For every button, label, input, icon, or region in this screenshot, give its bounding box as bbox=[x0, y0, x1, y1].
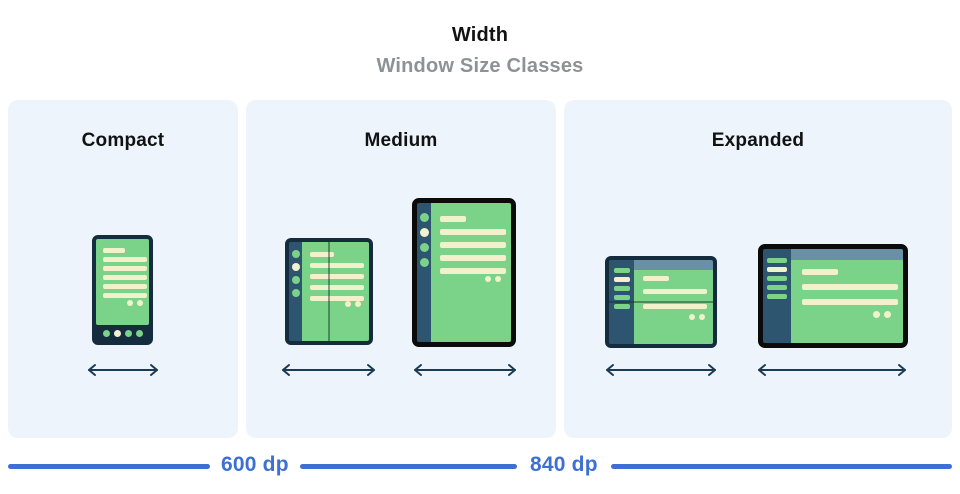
rail-dot bbox=[291, 250, 300, 258]
skeleton-text-line bbox=[643, 304, 707, 309]
drawer-item-bar bbox=[767, 267, 787, 272]
drawer-item-bar bbox=[613, 277, 630, 282]
skeleton-text-line bbox=[103, 293, 147, 298]
skeleton-action-dots bbox=[127, 300, 143, 306]
width-arrow-icon bbox=[86, 363, 160, 377]
nav-dot bbox=[102, 329, 110, 337]
landscape-screen bbox=[634, 270, 713, 344]
nav-dot bbox=[113, 329, 121, 337]
fold-crease bbox=[609, 301, 713, 303]
rail-dot bbox=[291, 289, 300, 297]
nav-rail bbox=[417, 203, 431, 342]
skeleton-action-dots bbox=[689, 314, 705, 320]
skeleton-text-line bbox=[310, 274, 364, 279]
skeleton-action-dots bbox=[873, 311, 891, 318]
skeleton-text-line bbox=[310, 263, 364, 268]
rail-dot bbox=[419, 258, 429, 267]
rail-dot bbox=[291, 263, 300, 271]
fold-crease bbox=[328, 242, 330, 341]
nav-drawer bbox=[609, 260, 634, 344]
skeleton-text-line bbox=[440, 229, 506, 235]
drawer-item-bar bbox=[613, 268, 630, 273]
drawer-item-bar bbox=[613, 286, 630, 291]
phone-device-icon bbox=[92, 235, 153, 345]
drawer-item-bar bbox=[613, 304, 630, 309]
skeleton-text-line bbox=[440, 255, 506, 261]
phone-navbar bbox=[96, 325, 149, 341]
skeleton-text-line bbox=[310, 285, 364, 290]
nav-drawer bbox=[763, 249, 791, 343]
drawer-item-bar bbox=[767, 294, 787, 299]
skeleton-heading-line bbox=[103, 248, 125, 253]
desktop-screen bbox=[791, 260, 903, 343]
page-title: Width bbox=[451, 24, 509, 46]
skeleton-text-line bbox=[440, 242, 506, 248]
phone-screen bbox=[96, 239, 149, 325]
skeleton-text-line bbox=[103, 284, 147, 289]
width-arrow-icon bbox=[280, 363, 377, 377]
foldable-landscape-device-icon bbox=[605, 256, 717, 348]
nav-dot bbox=[124, 329, 132, 337]
skeleton-heading-line bbox=[440, 216, 466, 222]
rail-dot bbox=[419, 228, 429, 237]
skeleton-heading-line bbox=[643, 276, 669, 281]
rail-dot bbox=[419, 213, 429, 222]
tablet-screen bbox=[431, 203, 511, 342]
app-topbar bbox=[634, 260, 713, 270]
tablet-portrait-device-icon bbox=[412, 198, 516, 347]
rail-dot bbox=[291, 276, 300, 284]
width-arrow-icon bbox=[604, 363, 718, 377]
width-arrow-icon bbox=[412, 363, 518, 377]
skeleton-text-line bbox=[440, 268, 506, 274]
skeleton-action-dots bbox=[485, 276, 501, 282]
foldable-screen bbox=[302, 242, 369, 341]
skeleton-text-line bbox=[802, 284, 898, 290]
skeleton-heading-line bbox=[802, 269, 838, 275]
ruler-line-segment bbox=[611, 464, 952, 469]
breakpoint-600dp-label: 600 dp bbox=[221, 453, 289, 476]
drawer-item-bar bbox=[767, 258, 787, 263]
landscape-main bbox=[634, 260, 713, 344]
panel-medium-label: Medium bbox=[364, 130, 438, 151]
skeleton-text-line bbox=[643, 289, 707, 294]
foldable-open-device-icon bbox=[285, 238, 373, 345]
drawer-item-bar bbox=[767, 285, 787, 290]
skeleton-text-line bbox=[310, 296, 364, 301]
skeleton-text-line bbox=[802, 299, 898, 305]
drawer-item-bar bbox=[767, 276, 787, 281]
nav-dot bbox=[135, 329, 143, 337]
drawer-item-bar bbox=[613, 295, 630, 300]
page-subtitle: Window Size Classes bbox=[376, 55, 584, 77]
panel-compact-label: Compact bbox=[81, 130, 165, 151]
skeleton-action-dots bbox=[345, 301, 361, 307]
diagram-header: Width Window Size Classes bbox=[0, 24, 960, 78]
rail-dot bbox=[419, 243, 429, 252]
skeleton-text-line bbox=[103, 275, 147, 280]
ruler-line-segment bbox=[300, 464, 517, 469]
desktop-main bbox=[791, 249, 903, 343]
ruler-line-segment bbox=[8, 464, 210, 469]
skeleton-text-line bbox=[103, 266, 147, 271]
skeleton-text-line bbox=[103, 257, 147, 262]
panel-expanded-label: Expanded bbox=[711, 130, 805, 151]
breakpoint-840dp-label: 840 dp bbox=[530, 453, 598, 476]
app-topbar bbox=[791, 249, 903, 260]
width-arrow-icon bbox=[756, 363, 908, 377]
nav-rail bbox=[289, 242, 302, 341]
desktop-display-device-icon bbox=[758, 244, 908, 348]
skeleton-heading-line bbox=[310, 252, 334, 257]
